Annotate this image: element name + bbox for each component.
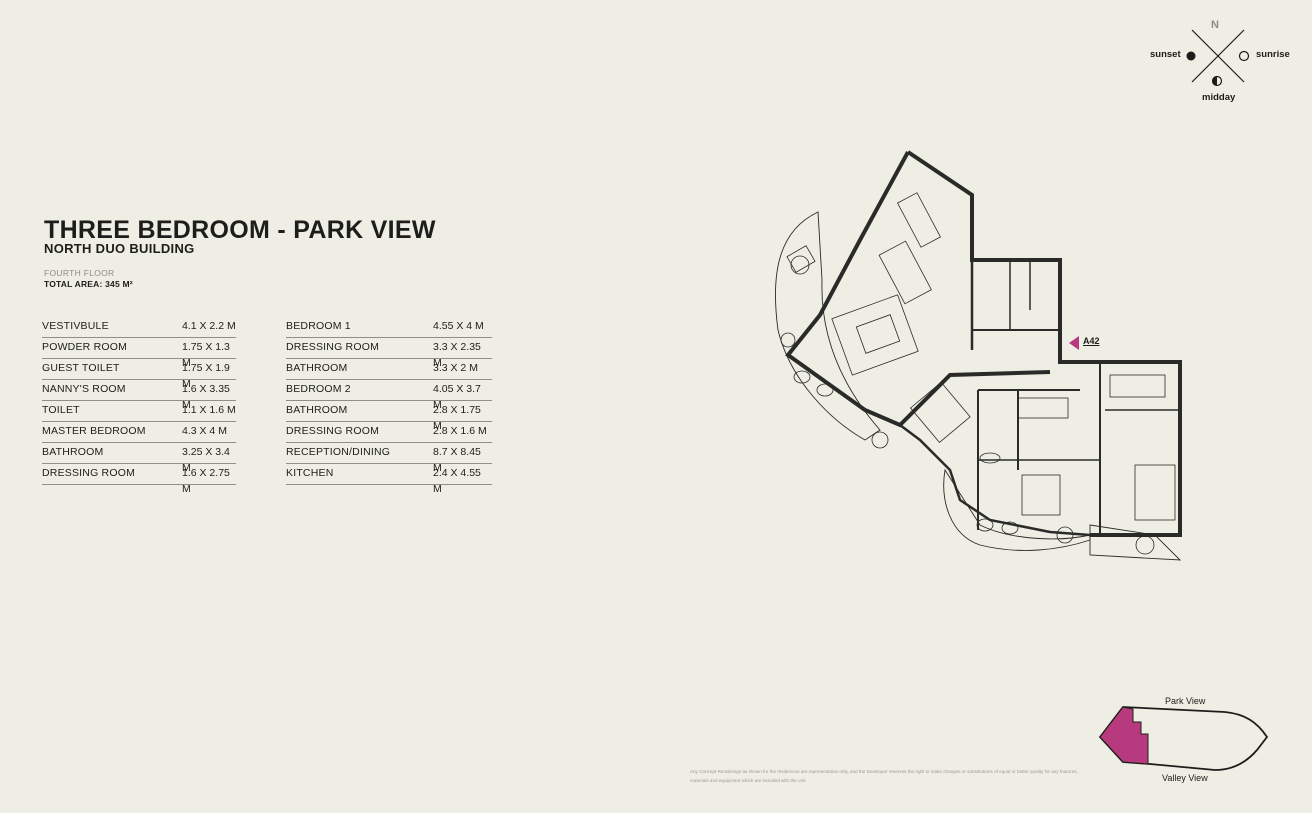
room-row: VESTIVBULE 4.1 X 2.2 M <box>42 318 236 338</box>
plant-icon <box>790 255 810 275</box>
plant-icon <box>871 431 889 449</box>
key-plan: Park View Valley View <box>1095 692 1275 792</box>
sunrise-icon <box>1238 50 1250 62</box>
room-name: VESTIVBULE <box>42 320 109 332</box>
exterior-wall-east <box>906 150 1182 537</box>
valley-view-label: Valley View <box>1162 773 1208 783</box>
room-name: KITCHEN <box>286 467 334 479</box>
room-name: DRESSING ROOM <box>286 341 380 353</box>
room-dimensions: 1.75 X 1.9 M <box>182 362 230 390</box>
room-name: BATHROOM <box>286 404 348 416</box>
floor-label: FOURTH FLOOR <box>44 268 115 278</box>
room-dimensions: 4.1 X 2.2 M <box>182 320 236 332</box>
sunrise-label: sunrise <box>1256 49 1290 60</box>
room-dimensions: 3.25 X 3.4 M <box>182 446 230 474</box>
sunset-label: sunset <box>1150 49 1181 60</box>
room-dimensions: 1.6 X 2.75 M <box>182 467 230 495</box>
exterior-wall-south <box>899 424 1091 537</box>
dining-table <box>878 240 932 305</box>
room-dimensions: 2.8 X 1.6 M <box>433 425 487 437</box>
room-name: BATHROOM <box>286 362 348 374</box>
room-row: GUEST TOILET 1.75 X 1.9 M <box>42 360 236 390</box>
building-name: NORTH DUO BUILDING <box>44 241 195 256</box>
unit-location-highlight <box>1099 706 1149 765</box>
room-row: DRESSING ROOM 3.3 X 2.35 M <box>286 339 492 369</box>
room-row: DRESSING ROOM 1.6 X 2.75 M <box>42 465 236 495</box>
sunset-icon <box>1186 51 1196 61</box>
bedroom-2-bed <box>1021 474 1061 516</box>
room-row: DRESSING ROOM 2.8 X 1.6 M <box>286 423 492 443</box>
room-name: TOILET <box>42 404 80 416</box>
midday-icon <box>1212 76 1217 86</box>
room-name: NANNY'S ROOM <box>42 383 126 395</box>
master-bed <box>909 381 971 444</box>
kitchen-island <box>897 192 941 248</box>
bathtub <box>979 452 1001 464</box>
room-name: DRESSING ROOM <box>42 467 136 479</box>
room-dimensions: 3.3 X 2 M <box>433 362 478 374</box>
terrace-west <box>775 211 881 441</box>
room-name: MASTER BEDROOM <box>42 425 146 437</box>
midday-label: midday <box>1202 92 1236 103</box>
room-row: KITCHEN 2.4 X 4.55 M <box>286 465 492 495</box>
plant-icon <box>1056 526 1074 544</box>
room-row: BATHROOM 3.3 X 2 M <box>286 360 492 380</box>
key-plan-map <box>1098 706 1269 771</box>
room-name: BATHROOM <box>42 446 104 458</box>
room-dimensions: 4.05 X 3.7 M <box>433 383 481 411</box>
compass-icon <box>1186 29 1250 87</box>
total-area: TOTAL AREA: 345 M² <box>44 279 133 289</box>
room-row: BATHROOM 3.25 X 3.4 M <box>42 444 236 474</box>
plant-icon <box>1135 535 1155 555</box>
room-dimensions: 1.6 X 3.35 M <box>182 383 230 411</box>
bedroom-1-bed <box>1134 464 1176 521</box>
north-label: N <box>1211 19 1219 31</box>
room-row: NANNY'S ROOM 1.6 X 3.35 M <box>42 381 236 411</box>
unit-number: A42 <box>1083 336 1100 346</box>
dressing-room-storage <box>1109 374 1166 398</box>
terrace-southeast <box>1089 524 1182 561</box>
room-name: GUEST TOILET <box>42 362 120 374</box>
room-row: RECEPTION/DINING 8.7 X 8.45 M <box>286 444 492 474</box>
room-dimensions: 8.7 X 8.45 M <box>433 446 481 474</box>
room-dimensions: 4.55 X 4 M <box>433 320 484 332</box>
room-dimensions: 1.1 X 1.6 M <box>182 404 236 416</box>
room-name: BEDROOM 1 <box>286 320 351 332</box>
room-name: POWDER ROOM <box>42 341 128 353</box>
room-dimensions: 4.3 X 4 M <box>182 425 227 437</box>
floor-plan <box>775 150 1182 561</box>
terrace-south <box>943 468 1091 551</box>
room-list-right: BEDROOM 1 4.55 X 4 M DRESSING ROOM 3.3 X 2… <box>286 318 492 495</box>
room-dimensions: 3.3 X 2.35 M <box>433 341 481 369</box>
room-name: DRESSING ROOM <box>286 425 380 437</box>
room-dimensions: 1.75 X 1.3 M <box>182 341 230 369</box>
compass: N sunset sunrise midday <box>1140 18 1300 108</box>
room-row: BATHROOM 2.8 X 1.75 M <box>286 402 492 432</box>
page-title: THREE BEDROOM - PARK VIEW <box>44 216 436 244</box>
room-row: MASTER BEDROOM 4.3 X 4 M <box>42 423 236 443</box>
room-name: BEDROOM 2 <box>286 383 351 395</box>
plant-icon <box>780 332 796 348</box>
room-row: TOILET 1.1 X 1.6 M <box>42 402 236 422</box>
disclaimer: Any Concept Renderings as shown for the … <box>690 769 1078 783</box>
unit-pointer-icon <box>1069 336 1079 350</box>
room-row: BEDROOM 1 4.55 X 4 M <box>286 318 492 338</box>
room-dimensions: 2.4 X 4.55 M <box>433 467 481 495</box>
park-view-label: Park View <box>1165 696 1206 706</box>
room-row: BEDROOM 2 4.05 X 3.7 M <box>286 381 492 411</box>
room-row: POWDER ROOM 1.75 X 1.3 M <box>42 339 236 369</box>
room-dimensions: 2.8 X 1.75 M <box>433 404 481 432</box>
living-sofa-set <box>831 294 919 376</box>
room-list-left: VESTIVBULE 4.1 X 2.2 M POWDER ROOM 1.75 X … <box>42 318 236 495</box>
room-name: RECEPTION/DINING <box>286 446 391 458</box>
